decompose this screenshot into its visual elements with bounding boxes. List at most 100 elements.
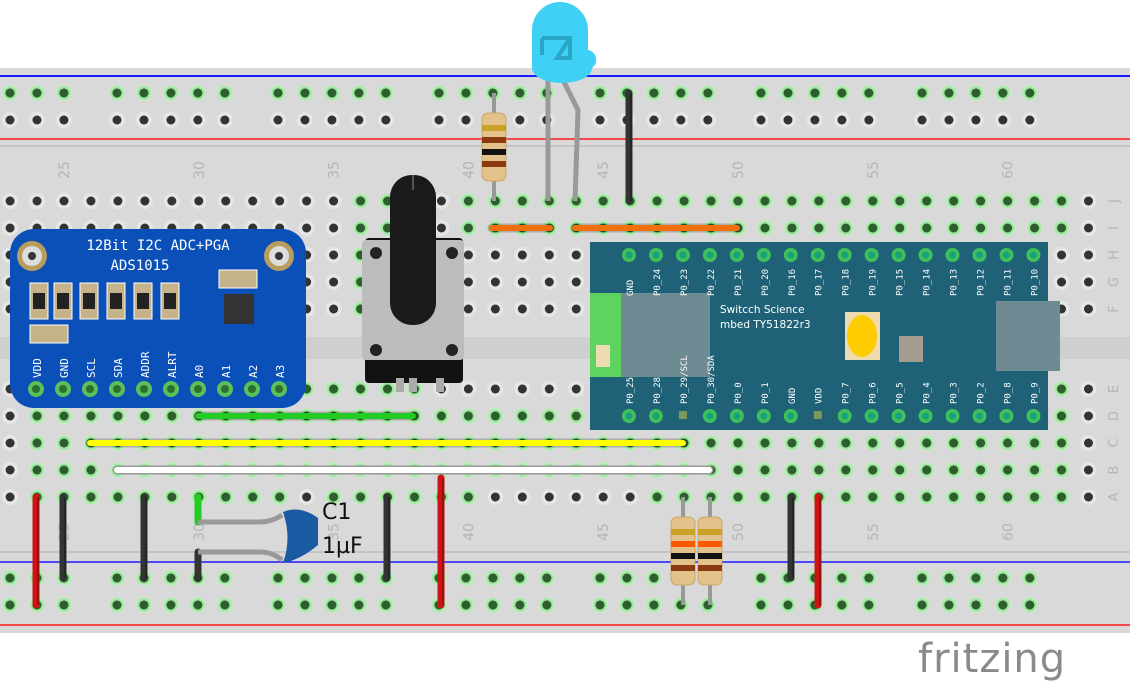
hole-I60[interactable] — [1003, 223, 1013, 233]
hole-I34[interactable] — [302, 223, 312, 233]
hole-A35[interactable] — [329, 492, 339, 502]
hole-A38[interactable] — [409, 492, 419, 502]
hole-J31[interactable] — [221, 196, 231, 206]
hole-D43[interactable] — [544, 411, 554, 421]
hole-D27[interactable] — [113, 411, 123, 421]
hole-J59[interactable] — [976, 196, 986, 206]
hole-B62[interactable] — [1057, 465, 1067, 475]
hole-F35[interactable] — [329, 304, 339, 314]
rail-hole[interactable] — [649, 600, 659, 610]
rail-hole[interactable] — [998, 88, 1008, 98]
hole-C61[interactable] — [1030, 438, 1040, 448]
hole-I53[interactable] — [814, 223, 824, 233]
hole-D29[interactable] — [167, 411, 177, 421]
hole-E37[interactable] — [383, 384, 393, 394]
hole-J62[interactable] — [1057, 196, 1067, 206]
rail-hole[interactable] — [5, 600, 15, 610]
rail-hole[interactable] — [944, 115, 954, 125]
rail-hole[interactable] — [917, 600, 927, 610]
rail-hole[interactable] — [220, 115, 230, 125]
hole-J48[interactable] — [679, 196, 689, 206]
hole-E63[interactable] — [1083, 384, 1093, 394]
hole-C57[interactable] — [922, 438, 932, 448]
hole-G63[interactable] — [1083, 277, 1093, 287]
rail-hole[interactable] — [59, 600, 69, 610]
hole-D24[interactable] — [32, 411, 42, 421]
rail-hole[interactable] — [515, 573, 525, 583]
hole-J24[interactable] — [32, 196, 42, 206]
hole-C49[interactable] — [706, 438, 716, 448]
rail-hole[interactable] — [783, 115, 793, 125]
hole-I35[interactable] — [329, 223, 339, 233]
rail-hole[interactable] — [756, 573, 766, 583]
rail-hole[interactable] — [59, 115, 69, 125]
rail-hole[interactable] — [515, 88, 525, 98]
rail-hole[interactable] — [327, 115, 337, 125]
rail-hole[interactable] — [139, 115, 149, 125]
rail-hole[interactable] — [515, 600, 525, 610]
hole-I62[interactable] — [1057, 223, 1067, 233]
hole-I51[interactable] — [760, 223, 770, 233]
hole-C60[interactable] — [1003, 438, 1013, 448]
rail-hole[interactable] — [1025, 115, 1035, 125]
rail-hole[interactable] — [595, 115, 605, 125]
hole-I37[interactable] — [383, 223, 393, 233]
hole-A23[interactable] — [5, 492, 15, 502]
hole-G44[interactable] — [571, 277, 581, 287]
hole-A51[interactable] — [760, 492, 770, 502]
hole-I63[interactable] — [1083, 223, 1093, 233]
mbed-pin-bottom-7[interactable] — [813, 411, 822, 419]
rail-hole[interactable] — [461, 88, 471, 98]
rail-hole[interactable] — [112, 600, 122, 610]
hole-I52[interactable] — [787, 223, 797, 233]
hole-A60[interactable] — [1003, 492, 1013, 502]
hole-E41[interactable] — [490, 384, 500, 394]
rail-hole[interactable] — [273, 573, 283, 583]
hole-J57[interactable] — [922, 196, 932, 206]
hole-A36[interactable] — [356, 492, 366, 502]
rail-hole[interactable] — [944, 88, 954, 98]
hole-D28[interactable] — [140, 411, 150, 421]
hole-G41[interactable] — [490, 277, 500, 287]
hole-C52[interactable] — [787, 438, 797, 448]
hole-A58[interactable] — [949, 492, 959, 502]
hole-C55[interactable] — [868, 438, 878, 448]
rail-hole[interactable] — [1025, 573, 1035, 583]
rail-hole[interactable] — [112, 88, 122, 98]
hole-D63[interactable] — [1083, 411, 1093, 421]
resistor-bottom-1[interactable] — [670, 516, 696, 586]
rail-hole[interactable] — [59, 88, 69, 98]
hole-J25[interactable] — [59, 196, 69, 206]
rail-hole[interactable] — [461, 115, 471, 125]
rail-hole[interactable] — [971, 115, 981, 125]
rail-hole[interactable] — [461, 573, 471, 583]
rail-hole[interactable] — [381, 115, 391, 125]
capacitor[interactable] — [283, 509, 318, 563]
hole-C54[interactable] — [841, 438, 851, 448]
hole-I39[interactable] — [436, 223, 446, 233]
hole-B56[interactable] — [895, 465, 905, 475]
hole-B58[interactable] — [949, 465, 959, 475]
hole-J63[interactable] — [1083, 196, 1093, 206]
rail-hole[interactable] — [837, 88, 847, 98]
hole-E35[interactable] — [329, 384, 339, 394]
hole-J34[interactable] — [302, 196, 312, 206]
hole-B60[interactable] — [1003, 465, 1013, 475]
hole-A45[interactable] — [598, 492, 608, 502]
hole-I54[interactable] — [841, 223, 851, 233]
hole-A31[interactable] — [221, 492, 231, 502]
hole-J55[interactable] — [868, 196, 878, 206]
hole-C24[interactable] — [32, 438, 42, 448]
rail-hole[interactable] — [273, 115, 283, 125]
rail-hole[interactable] — [220, 88, 230, 98]
hole-A42[interactable] — [517, 492, 527, 502]
rail-hole[interactable] — [273, 600, 283, 610]
hole-C59[interactable] — [976, 438, 986, 448]
hole-H42[interactable] — [517, 250, 527, 260]
hole-H63[interactable] — [1083, 250, 1093, 260]
rail-hole[interactable] — [998, 600, 1008, 610]
hole-B63[interactable] — [1083, 465, 1093, 475]
rail-hole[interactable] — [515, 115, 525, 125]
hole-C62[interactable] — [1057, 438, 1067, 448]
rail-hole[interactable] — [434, 115, 444, 125]
